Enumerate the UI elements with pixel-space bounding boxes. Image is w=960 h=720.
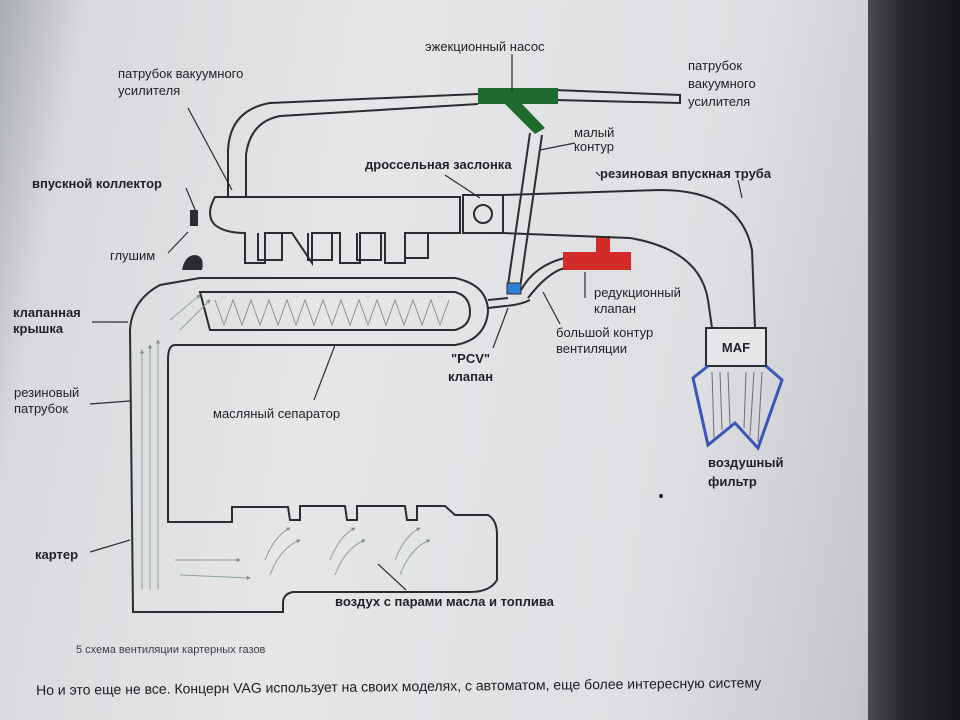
rubber-intake-pipe-inner xyxy=(502,232,713,329)
leader-lines xyxy=(89,54,743,591)
label-big-circuit: большой контур вентиляции xyxy=(556,325,654,356)
vacuum-booster-hose-inner xyxy=(245,103,479,197)
vacuum-booster-hose xyxy=(227,93,479,197)
label-rubber-hose: резиновый патрубок xyxy=(14,385,80,416)
vacuum-booster-pipe-right xyxy=(554,89,681,105)
throttle-plate xyxy=(473,204,493,224)
intake-manifold-shape xyxy=(209,196,461,267)
label-vacuum-booster-right: патрубок вакуумного усилителя xyxy=(688,58,756,109)
ejector-pump-shape xyxy=(478,88,558,134)
label-reduction-valve: редукционный клапан xyxy=(594,285,681,316)
valve-cover-cap xyxy=(182,255,203,270)
maf-label: MAF xyxy=(722,340,750,355)
label-intake-manifold: впускной коллектор xyxy=(32,176,162,191)
label-vacuum-booster-left: патрубок вакуумного усилителя xyxy=(118,66,244,98)
small-circuit-tube xyxy=(507,132,531,286)
label-valve-cover: клапанная крышка xyxy=(13,305,81,336)
small-circuit-tube-2 xyxy=(519,134,543,289)
label-rubber-intake-pipe: резиновая впускная труба xyxy=(600,166,772,181)
pcv-connector xyxy=(487,297,531,309)
airflow-arrows xyxy=(140,294,431,590)
label-oil-separator: масляный сепаратор xyxy=(213,406,341,421)
big-circuit-tube xyxy=(520,257,566,291)
throttle-body xyxy=(462,194,504,234)
label-air-filter: воздушный фильтр xyxy=(708,455,784,489)
label-pcv-valve: "PCV" клапан xyxy=(448,351,494,384)
crankcase-outline xyxy=(128,277,498,613)
label-throttle: дроссельная заслонка xyxy=(365,157,512,172)
label-ejector-pump: эжекционный насос xyxy=(425,39,545,54)
separator-zigzag xyxy=(214,298,450,327)
stray-mark xyxy=(659,494,663,498)
pcv-valve-shape xyxy=(506,282,522,295)
plug-cap xyxy=(190,210,198,226)
label-small-circuit: малый контур xyxy=(574,125,615,154)
air-filter-shape xyxy=(691,364,784,451)
label-crankcase: картер xyxy=(35,547,79,562)
oil-separator-shape xyxy=(198,291,472,331)
reduction-valve-shape xyxy=(563,236,631,270)
big-circuit-tube-2 xyxy=(527,267,566,299)
manifold-runners xyxy=(257,233,429,261)
monitor-bezel xyxy=(868,0,960,720)
figure-caption: 5 схема вентиляции картерных газов xyxy=(76,644,266,656)
maf-sensor xyxy=(705,327,767,367)
label-plug: глушим xyxy=(110,248,156,263)
label-air-vapors: воздух с парами масла и топлива xyxy=(335,594,554,609)
air-filter-pleats xyxy=(711,371,763,443)
rubber-intake-pipe xyxy=(502,188,756,329)
